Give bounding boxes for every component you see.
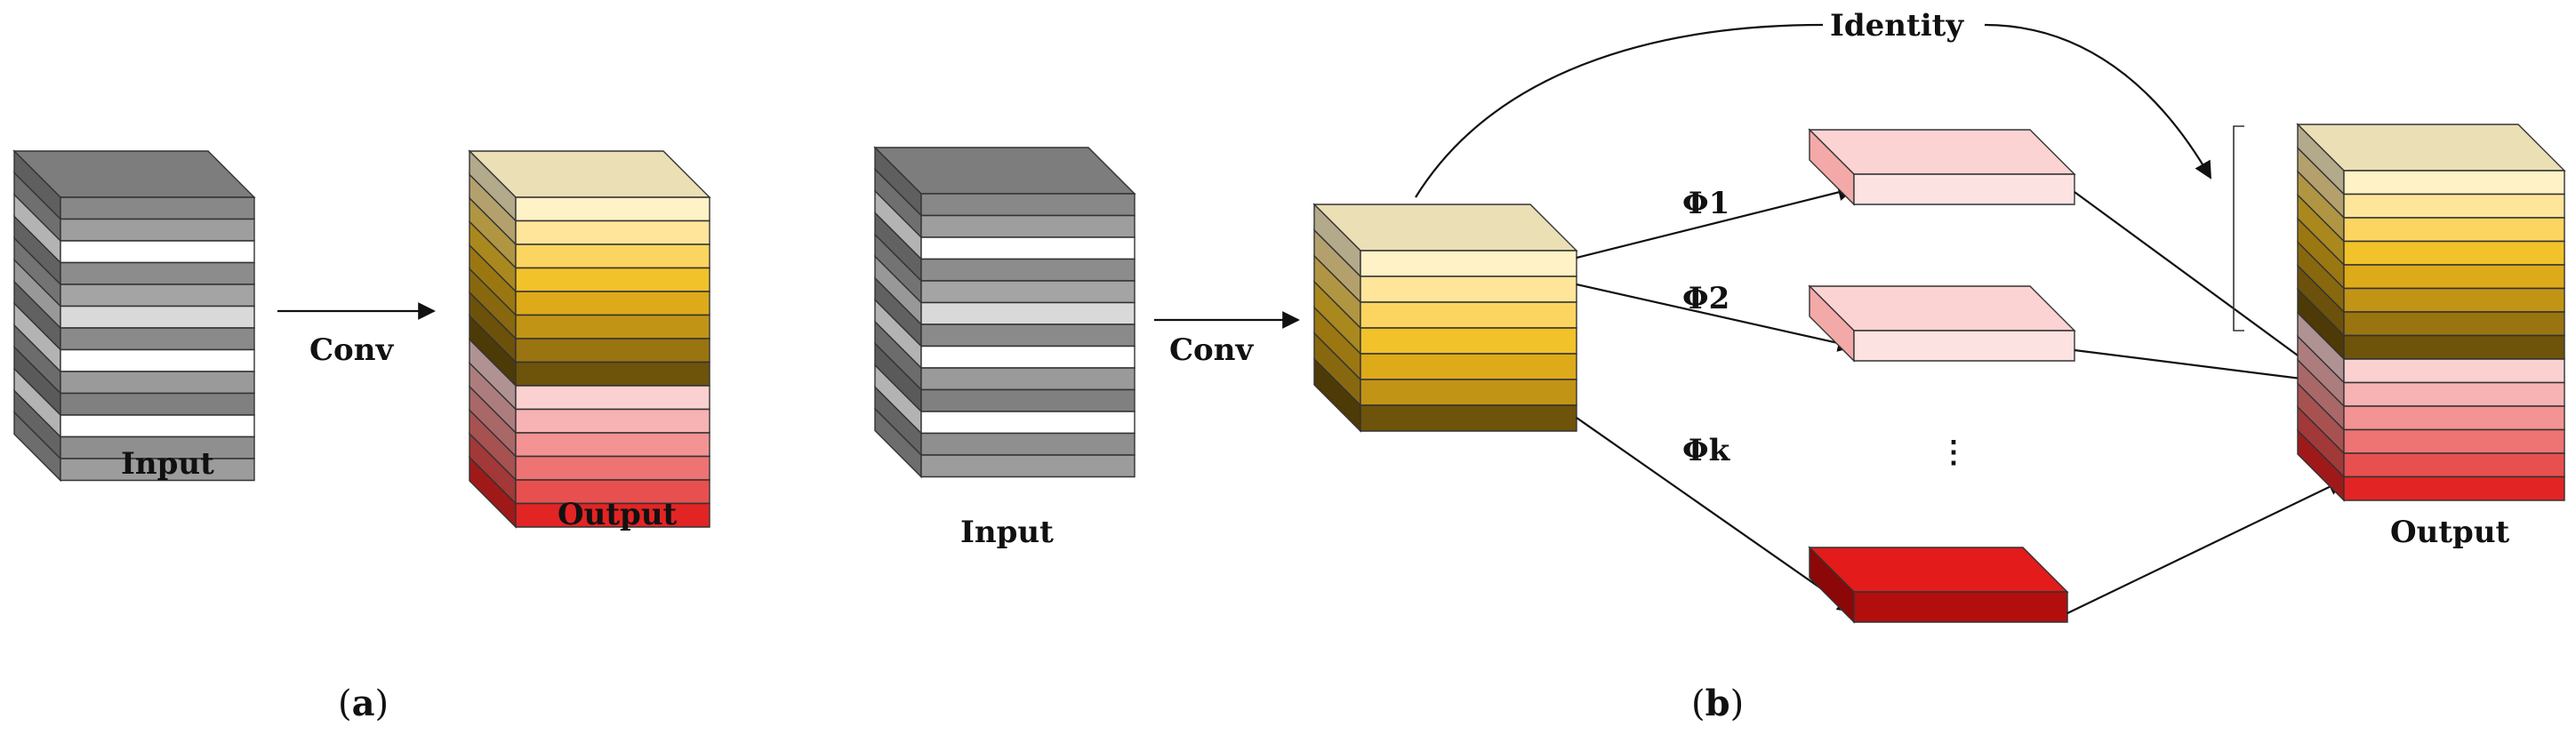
panel-a: Conv Input Output (a) xyxy=(12,149,711,724)
b-input-layer-7-front xyxy=(920,324,1136,348)
b-output-layer-11-front xyxy=(2343,405,2565,431)
a-output-layer-4-front xyxy=(515,267,710,292)
ghostk-to-output-arrow xyxy=(2066,478,2346,614)
b-output-layer-9-front xyxy=(2343,358,2565,384)
ghost2-top-face xyxy=(1808,285,2076,332)
panel-b: Input Conv Identity Φ1 Φ2 Φk ⋮ Output (b… xyxy=(873,8,2566,724)
b-output-layer-7-front xyxy=(2343,311,2565,337)
b-input-layer-6-front xyxy=(920,301,1136,325)
b-input-layer-10-front xyxy=(920,388,1136,412)
b-input-layer-8-front xyxy=(920,345,1136,369)
panel-b-conv-label: Conv xyxy=(1169,332,1254,368)
b-output-layer-4-front xyxy=(2343,240,2565,266)
panel-a-caption: (a) xyxy=(338,683,389,724)
a-output-layer-3-front xyxy=(515,244,710,269)
a-output-layer-11-front xyxy=(515,432,710,458)
a-input-layer-10-front xyxy=(60,392,255,416)
a-output-layer-6-front xyxy=(515,314,710,340)
a-output-layer-7-front xyxy=(515,338,710,364)
b-output-layer-1-front xyxy=(2343,170,2565,196)
b-mid-layer-4-front xyxy=(1360,327,1577,355)
a-output-layer-12-front xyxy=(515,455,710,481)
a-input-layer-9-front xyxy=(60,371,255,395)
identity-arrow xyxy=(1984,23,2211,180)
ghost1-top-face xyxy=(1808,129,2076,175)
panel-a-output-tensor xyxy=(468,149,711,529)
a-input-layer-4-front xyxy=(60,261,255,285)
b-mid-layer-5-front xyxy=(1360,353,1577,380)
a-input-layer-5-front xyxy=(60,284,255,308)
ghost2-front-face xyxy=(1853,330,2075,362)
panel-b-output-label: Output xyxy=(2390,515,2510,550)
phi2-label: Φ2 xyxy=(1682,281,1729,316)
phik-label: Φk xyxy=(1682,433,1731,468)
phi1-arrow xyxy=(1576,183,1856,260)
a-input-layer-2-front xyxy=(60,218,255,242)
b-mid-layer-1-front xyxy=(1360,250,1577,277)
ghost-feature-map-2 xyxy=(1808,284,2076,363)
phi2-arrow xyxy=(1576,283,1856,352)
a-input-layer-3-front xyxy=(60,240,255,264)
b-mid-layer-2-front xyxy=(1360,276,1577,303)
b-input-layer-9-front xyxy=(920,367,1136,391)
b-mid-layer-6-front xyxy=(1360,379,1577,406)
b-output-layer-14-front xyxy=(2343,475,2565,501)
ghost-feature-map-k xyxy=(1808,546,2069,624)
b-input-layer-1-front xyxy=(920,193,1136,217)
panel-b-input-label: Input xyxy=(960,515,1054,550)
panel-b-intrinsic-feature-maps xyxy=(1312,203,1578,433)
ghost-feature-map-1 xyxy=(1808,128,2076,206)
b-input-layer-4-front xyxy=(920,258,1136,282)
panel-b-input-tensor xyxy=(873,146,1136,479)
identity-bracket xyxy=(2233,125,2244,332)
b-mid-layer-7-front xyxy=(1360,404,1577,432)
a-output-layer-5-front xyxy=(515,291,710,316)
a-input-layer-11-front xyxy=(60,414,255,438)
b-input-layer-13-front xyxy=(920,454,1136,478)
a-input-layer-7-front xyxy=(60,327,255,351)
b-mid-layer-3-front xyxy=(1360,301,1577,329)
b-input-layer-12-front xyxy=(920,432,1136,456)
a-output-layer-10-front xyxy=(515,408,710,434)
ghost1-front-face xyxy=(1853,173,2075,205)
a-input-layer-8-front xyxy=(60,348,255,372)
b-output-layer-13-front xyxy=(2343,452,2565,478)
panel-a-output-label: Output xyxy=(558,497,678,532)
b-output-layer-5-front xyxy=(2343,264,2565,290)
identity-arc xyxy=(1415,23,1824,198)
ghostk-front-face xyxy=(1853,591,2068,623)
panel-b-caption: (b) xyxy=(1691,683,1744,724)
panel-a-conv-label: Conv xyxy=(309,332,394,368)
a-output-layer-1-front xyxy=(515,196,710,222)
b-output-layer-12-front xyxy=(2343,428,2565,454)
panel-a-input-label: Input xyxy=(121,446,214,482)
b-output-layer-8-front xyxy=(2343,334,2565,360)
identity-label: Identity xyxy=(1830,8,1964,44)
b-input-layer-2-front xyxy=(920,214,1136,238)
a-input-layer-1-front xyxy=(60,196,255,220)
phi1-label: Φ1 xyxy=(1682,186,1729,221)
b-input-layer-11-front xyxy=(920,411,1136,435)
b-output-layer-2-front xyxy=(2343,193,2565,219)
ghostk-top-face xyxy=(1808,547,2069,593)
a-output-layer-2-front xyxy=(515,220,710,245)
b-input-layer-5-front xyxy=(920,280,1136,304)
b-output-layer-3-front xyxy=(2343,217,2565,243)
a-output-layer-14-front xyxy=(515,502,710,528)
a-input-layer-13-front xyxy=(60,458,255,482)
phik-arrow xyxy=(1576,417,1856,613)
a-input-layer-6-front xyxy=(60,305,255,329)
a-output-layer-8-front xyxy=(515,361,710,387)
ghost-ellipsis: ⋮ xyxy=(1938,435,1969,470)
panel-a-input-tensor xyxy=(12,149,256,483)
b-output-layer-6-front xyxy=(2343,287,2565,313)
panel-b-output-tensor xyxy=(2296,123,2566,502)
a-output-layer-9-front xyxy=(515,385,710,411)
b-output-layer-10-front xyxy=(2343,381,2565,407)
b-input-layer-3-front xyxy=(920,236,1136,260)
